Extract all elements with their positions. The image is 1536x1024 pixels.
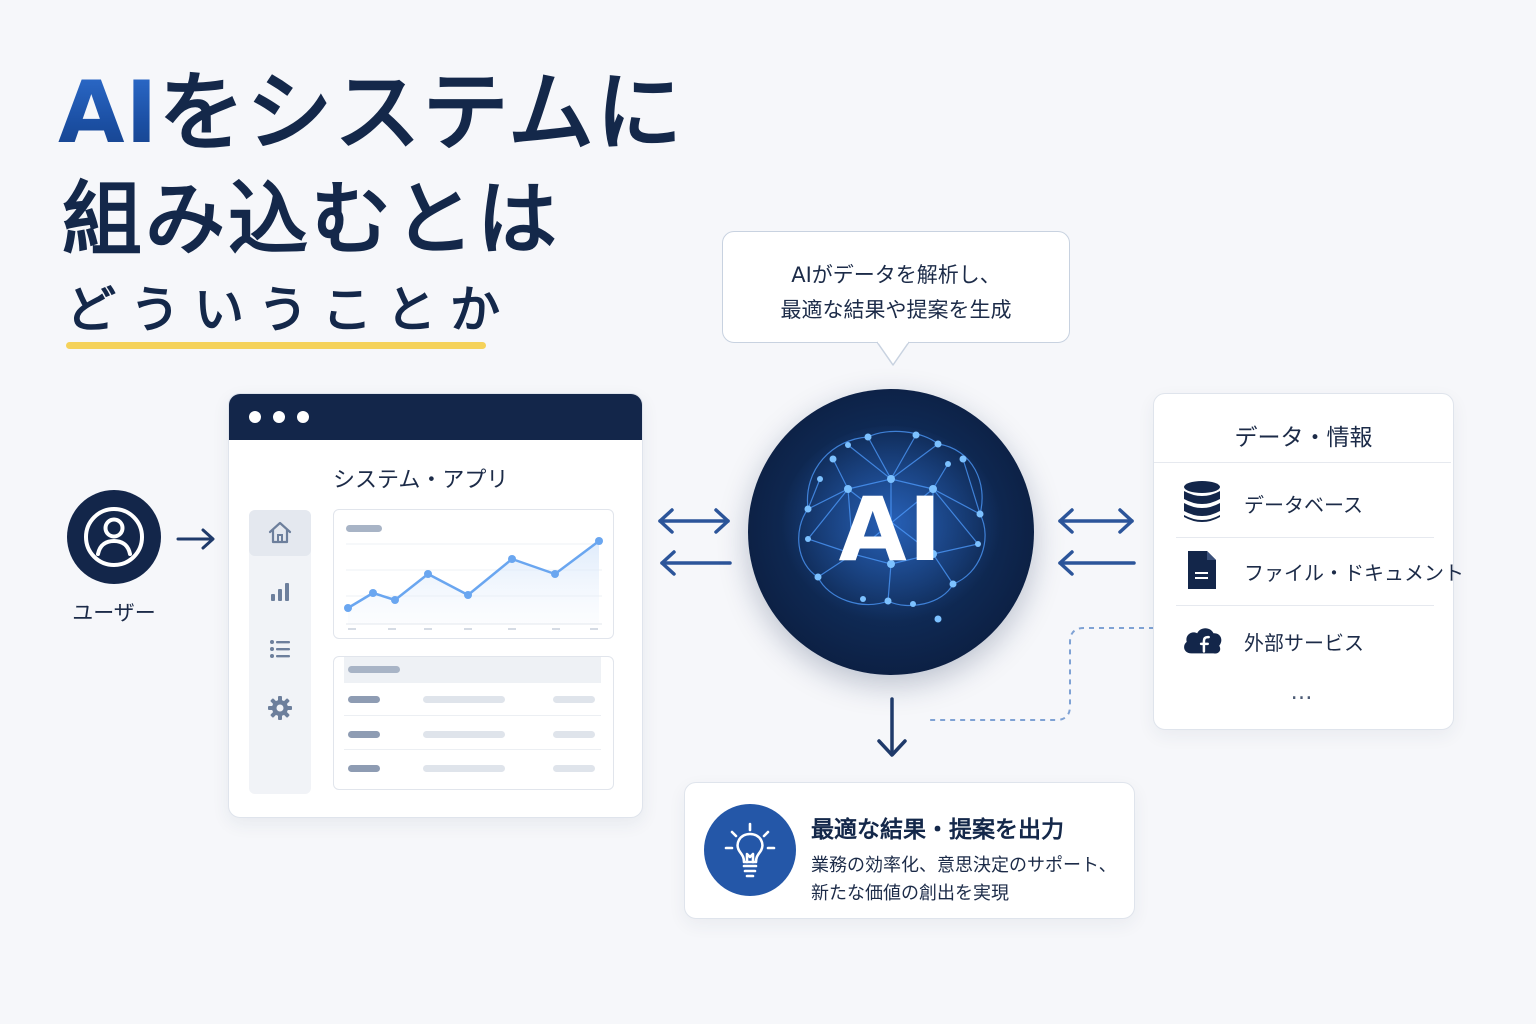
- window-dot-icon: [297, 411, 309, 423]
- user-icon: [67, 490, 161, 584]
- row-divider: [344, 715, 601, 716]
- window-title-bar: [229, 394, 642, 440]
- list-item-label: 外部サービス: [1244, 631, 1364, 655]
- neural-brain-icon: [781, 426, 1001, 626]
- system-app-window: システム・アプリ: [228, 393, 643, 818]
- panel-divider: [1154, 462, 1451, 463]
- user-to-system-arrow: [176, 528, 215, 550]
- table-cell-placeholder: [423, 731, 505, 738]
- data-table-card: [333, 656, 614, 790]
- page-title-line1: AIをシステムに: [58, 58, 684, 168]
- database-icon: [1180, 478, 1224, 526]
- user-label: ユーザー: [72, 601, 156, 625]
- ai-data-exchange-arrows: [1058, 508, 1136, 576]
- table-cell-placeholder: [553, 696, 595, 703]
- bubble-line1: AIがデータを解析し、: [791, 263, 1001, 287]
- table-cell-placeholder: [553, 765, 595, 772]
- title-ai-accent: AI: [58, 63, 159, 163]
- line-chart: [344, 537, 603, 630]
- external-service-dashed-connector: [928, 627, 1154, 721]
- output-card: 最適な結果・提案を出力 業務の効率化、意思決定のサポート、 新たな価値の創出を実…: [684, 782, 1135, 919]
- table-cell-placeholder: [348, 765, 380, 772]
- table-cell-placeholder: [553, 731, 595, 738]
- table-cell-placeholder: [423, 765, 505, 772]
- sidebar-item-settings[interactable]: [249, 685, 311, 731]
- output-title: 最適な結果・提案を出力: [811, 817, 1064, 843]
- title-line1-rest: をシステムに: [158, 63, 684, 163]
- list-item-document[interactable]: ファイル・ドキュメント: [1154, 546, 1464, 594]
- panel-divider: [1176, 537, 1434, 538]
- window-dot-icon: [273, 411, 285, 423]
- panel-divider: [1176, 605, 1434, 606]
- subtitle-underline: [66, 342, 486, 349]
- lightbulb-icon: [704, 804, 796, 896]
- output-desc-line1: 業務の効率化、意思決定のサポート、: [811, 855, 1117, 876]
- bar-chart-icon: [271, 583, 289, 601]
- sidebar-item-home[interactable]: [249, 510, 311, 556]
- page-title-line2: 組み込むとは: [62, 173, 560, 266]
- table-header: [344, 657, 601, 683]
- bubble-line2: 最適な結果や提案を生成: [780, 298, 1012, 322]
- ai-to-output-arrow: [877, 697, 907, 757]
- panel-title: データ・情報: [1234, 425, 1373, 451]
- list-item-database[interactable]: データベース: [1154, 478, 1453, 526]
- table-cell-placeholder: [348, 731, 380, 738]
- ai-label: AI: [838, 478, 944, 581]
- table-cell-placeholder: [423, 696, 505, 703]
- output-desc-line2: 新たな価値の創出を実現: [811, 883, 1009, 904]
- bubble-tail: [876, 341, 910, 366]
- sidebar-item-analytics[interactable]: [249, 568, 311, 614]
- home-icon: [268, 521, 292, 544]
- more-items-indicator: …: [1290, 680, 1317, 705]
- page-subtitle: どういうことか: [66, 281, 514, 339]
- line-chart-card: [333, 509, 614, 639]
- window-title: システム・アプリ: [333, 468, 509, 493]
- list-icon: [270, 640, 290, 658]
- ai-core: AI: [748, 389, 1034, 675]
- system-ai-exchange-arrows: [658, 508, 732, 576]
- list-item-label: ファイル・ドキュメント: [1244, 561, 1464, 585]
- table-header-placeholder: [348, 666, 400, 673]
- chart-title-placeholder: [346, 525, 382, 532]
- list-item-external-service[interactable]: 外部サービス: [1154, 616, 1453, 664]
- list-item-label: データベース: [1244, 493, 1363, 517]
- document-icon: [1180, 546, 1224, 594]
- window-dot-icon: [249, 411, 261, 423]
- app-sidebar: [249, 510, 311, 794]
- data-info-panel: データ・情報 データベース ファイル・ドキュメント: [1153, 393, 1464, 730]
- cloud-icon: [1180, 616, 1224, 664]
- gear-icon: [268, 696, 292, 720]
- ai-description-bubble: AIがデータを解析し、 最適な結果や提案を生成: [722, 231, 1070, 343]
- row-divider: [344, 749, 601, 750]
- table-cell-placeholder: [348, 696, 380, 703]
- sidebar-item-list[interactable]: [249, 626, 311, 672]
